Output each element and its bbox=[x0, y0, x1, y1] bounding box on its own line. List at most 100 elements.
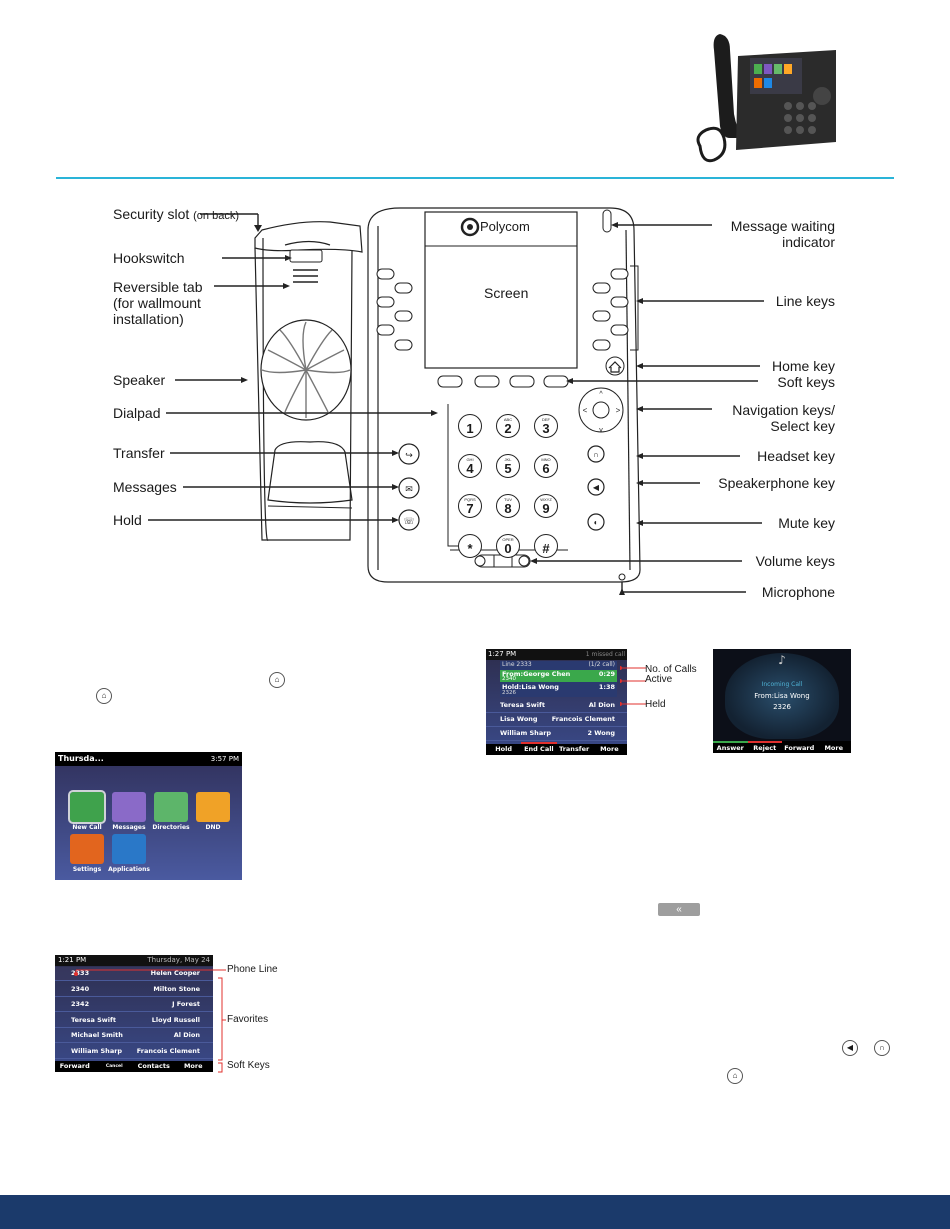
svg-text:◀: ◀ bbox=[593, 483, 600, 492]
lines-row-left: 2333 bbox=[71, 969, 90, 977]
label-dialpad: Dialpad bbox=[113, 405, 161, 421]
back-chevron-key-icon: « bbox=[658, 903, 700, 916]
home-app-tile[interactable] bbox=[112, 834, 146, 864]
label-line-keys: Line keys bbox=[775, 293, 835, 309]
calls-softkey[interactable]: Hold bbox=[495, 745, 513, 753]
headset-icon: ∩ bbox=[874, 1040, 890, 1056]
dialpad-key-letters: GHI bbox=[466, 457, 474, 462]
label-speaker: Speaker bbox=[113, 372, 166, 388]
dialpad-key[interactable]: # bbox=[534, 534, 558, 558]
label-security-slot: Security slot (on back) bbox=[113, 206, 239, 222]
calls-row-left: William Sharp bbox=[500, 729, 552, 737]
svg-text:v: v bbox=[599, 427, 603, 434]
active-call-time: 0:29 bbox=[598, 670, 615, 678]
lines-callout-lines bbox=[74, 969, 226, 1073]
calls-count: (1/2 call) bbox=[588, 661, 615, 668]
label-transfer: Transfer bbox=[113, 445, 165, 461]
callout-active: Active bbox=[645, 674, 673, 685]
lines-softkey[interactable]: Forward bbox=[59, 1062, 90, 1070]
svg-text:↪: ↪ bbox=[405, 450, 413, 460]
home-key-icon: ⌂ bbox=[727, 1068, 743, 1084]
svg-text:∩: ∩ bbox=[593, 450, 599, 459]
home-key-icon: ⌂ bbox=[96, 688, 112, 704]
label-mute-key: Mute key bbox=[778, 515, 835, 531]
lines-softkey[interactable]: More bbox=[183, 1062, 203, 1070]
svg-text:✉: ✉ bbox=[405, 484, 413, 494]
dialpad-key-number: 9 bbox=[542, 501, 550, 516]
calls-row[interactable]: Lisa Wong Francois Clement bbox=[486, 713, 627, 727]
calls-softkey[interactable]: More bbox=[600, 745, 619, 753]
lines-row-left: 2342 bbox=[71, 1000, 90, 1008]
dialpad-key-number: * bbox=[467, 541, 473, 556]
calls-softkey[interactable]: Transfer bbox=[559, 745, 590, 753]
screen-label: Screen bbox=[484, 285, 529, 301]
calls-softkey[interactable]: End Call bbox=[521, 742, 557, 755]
incoming-softkey[interactable]: Reject bbox=[747, 741, 782, 753]
home-app-label: DND bbox=[205, 824, 221, 831]
callout-soft-keys: Soft Keys bbox=[227, 1060, 270, 1071]
svg-text:<: < bbox=[583, 406, 588, 415]
phone-product-photo bbox=[690, 26, 840, 166]
dialpad-key-number: 4 bbox=[466, 461, 474, 476]
callout-favorites: Favorites bbox=[227, 1014, 269, 1025]
calls-row-right: Al Dion bbox=[588, 701, 615, 709]
lines-row-right: Francois Clement bbox=[136, 1046, 200, 1055]
dialpad-key[interactable]: * bbox=[458, 534, 482, 558]
incoming-number: 2326 bbox=[773, 703, 791, 711]
calls-missed: 1 missed call bbox=[585, 651, 625, 658]
calls-row-right: Francois Clement bbox=[551, 715, 615, 723]
label-reversible-tab: Reversible tab (for wallmount installati… bbox=[113, 279, 203, 327]
lines-softkey[interactable]: Contacts bbox=[137, 1062, 170, 1070]
callout-phone-line: Phone Line bbox=[227, 964, 278, 975]
calls-row-left: Lisa Wong bbox=[500, 715, 538, 723]
calls-line: Line 2333 bbox=[502, 661, 532, 668]
home-app-tile[interactable] bbox=[112, 792, 146, 822]
footer-bar bbox=[0, 1195, 950, 1229]
home-app-tile[interactable] bbox=[154, 792, 188, 822]
incoming-softkey[interactable]: Answer bbox=[713, 741, 748, 753]
home-app-tile[interactable] bbox=[68, 790, 106, 824]
home-app-tile[interactable] bbox=[196, 792, 230, 822]
home-app-tile[interactable] bbox=[70, 834, 104, 864]
home-time: 3:57 PM bbox=[210, 755, 239, 763]
lines-row-right: Lloyd Russell bbox=[151, 1015, 200, 1024]
calls-time: 1:27 PM bbox=[488, 650, 517, 658]
dialpad-key-letters: DEF bbox=[542, 417, 550, 422]
dialpad-key-number: 3 bbox=[542, 421, 550, 436]
incoming-softkey[interactable]: More bbox=[816, 741, 851, 753]
lines-softkey[interactable]: Cancel Forwar... bbox=[105, 1064, 123, 1069]
incoming-softkey[interactable]: Forward bbox=[782, 741, 817, 753]
svg-text:◐: ◐ bbox=[594, 518, 599, 527]
label-navigation-keys: Navigation keys/ Select key bbox=[732, 402, 835, 434]
svg-text:^: ^ bbox=[599, 391, 603, 398]
phone-diagram: ^ v < > ↪✉☏ ∩◀◐ bbox=[0, 190, 950, 610]
dialpad-key[interactable]: 1 bbox=[458, 414, 482, 438]
incoming-title: Incoming Call bbox=[761, 681, 803, 688]
lines-time: 1:21 PM bbox=[58, 956, 87, 964]
brand-logo-text: Polycom bbox=[480, 219, 530, 234]
home-day: Thursda... bbox=[58, 754, 104, 763]
home-app-label: Directories bbox=[152, 824, 190, 831]
dialpad-key-letters: ABC bbox=[503, 417, 513, 422]
svg-text:>: > bbox=[616, 406, 621, 415]
lines-row-left: 2340 bbox=[71, 984, 90, 993]
held-call-name: Hold:Lisa Wong bbox=[502, 683, 559, 691]
dialpad-key-letters: WXYZ bbox=[540, 497, 552, 502]
